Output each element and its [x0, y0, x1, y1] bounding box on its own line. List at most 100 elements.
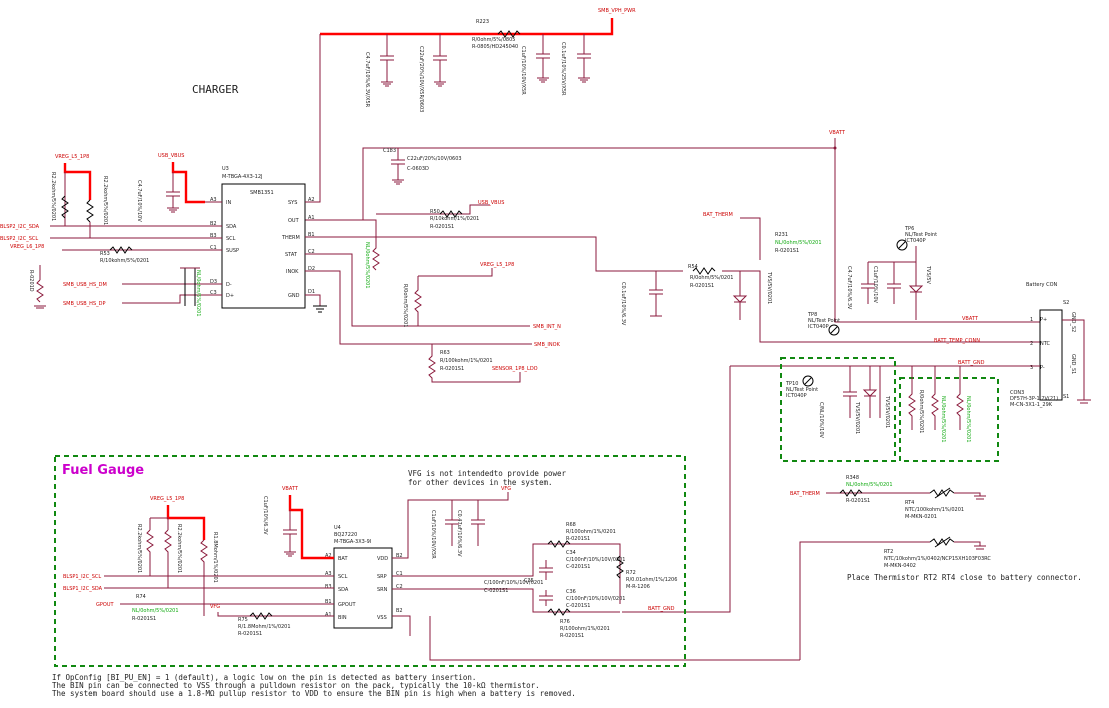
u3-pin-a3: A3 [210, 197, 217, 203]
connector-ref: CON3 [1010, 390, 1024, 396]
r64-value: R/0ohm/5%/0201 [918, 390, 924, 433]
bottom-note-1: If OpConfig [BI_PU_EN] = 1 (default), a … [52, 673, 476, 682]
u3-pin-stat: STAT [285, 252, 298, 258]
batt-gnd-green-box-2 [899, 377, 999, 462]
d6-value: TVS/5V/0201 [884, 395, 890, 428]
u3-pin-a1: A1 [308, 215, 315, 221]
u3-pin-dp: D+ [226, 293, 234, 299]
u3-charger-ic: U3 M-TBGA-4X3-12J SMB1351 IN A3 SDA B2 S… [205, 166, 340, 313]
tp6-ref: TP6 [904, 226, 914, 232]
rt2-value: NTC/10kohm/1%/0402/NCP15XH103F03RC [884, 556, 991, 562]
r348-ref: R348 [846, 475, 859, 481]
d5-value: TVS/5V/0201 [854, 401, 860, 434]
net-bat-therm-2: BAT_THERM [790, 491, 820, 497]
net-sensor-ldo: SENSOR_1P8_LDO [492, 366, 538, 372]
net-vfg: VFG [210, 604, 220, 610]
connector-pin-p-plus: P+ [1040, 317, 1047, 323]
u4-pin-a3: A3 [325, 571, 332, 577]
net-blsp2-sda: BLSP2_I2C_SDA [0, 224, 40, 230]
r72-package: M-R-1206 [626, 584, 650, 590]
net-vreg-l5-fg: VREG_L5_1P8 [150, 496, 184, 502]
r70-value: R2.2kohm/5%/0201 [136, 524, 142, 573]
u3-pin-b3: B3 [210, 233, 217, 239]
c51-value: C0.1uF/10%/6.3V [620, 282, 626, 326]
net-smb-dm: SMB_USB_HS_DM [63, 282, 107, 288]
tp10-value: NL/Test Point [786, 387, 818, 393]
r68-package: R-0201S1 [566, 536, 590, 542]
c32-value: C1uF/10%/6.3V [262, 496, 268, 535]
r50-package: R-0201S1 [430, 224, 454, 230]
r71-value: R2.2kohm/5%/0201 [176, 524, 182, 573]
u4-package: M-TBGA-3X3-9I [334, 539, 371, 545]
connector-gnd-s2: GND_S2 [1070, 312, 1076, 332]
c33-value: C1uF/10%/10V/X5R [430, 510, 436, 559]
connector-part: DF57H-3P-1.2V(21) [1010, 396, 1058, 402]
r53-ref: R53 [100, 251, 110, 257]
u3-pin-a2: A2 [308, 197, 315, 203]
c36-ref: C36 [566, 589, 576, 595]
c36-package: C-0201S1 [566, 603, 590, 609]
net-vreg-l5: VREG_L5_1P8 [55, 154, 89, 160]
u4-pin-vdd: VDD [377, 556, 388, 562]
u4-pin-b1: B1 [325, 599, 332, 605]
r54-package: R-0201S1 [690, 283, 714, 289]
c30-value: C/NL/10%/10V [818, 402, 824, 439]
net-smb-vph-pwr: SMB_VPH_PWR [598, 8, 636, 14]
c34-ref: C34 [566, 550, 576, 556]
bottom-note-3: The system board should use a 1.8-MΩ pul… [52, 689, 576, 698]
r72-ref: R72 [626, 570, 636, 576]
u3-pin-d1: D1 [308, 289, 315, 295]
connector-s2: S2 [1063, 300, 1069, 306]
r50-ref: R50 [430, 209, 440, 215]
net-blsp1-sda: BLSP1_I2C_SDA [63, 586, 103, 592]
net-vfg-2: VFG [501, 486, 511, 492]
charger-title: CHARGER [192, 83, 239, 96]
c26-value: C1uF/10%/10V/X5R [520, 46, 526, 95]
u3-pin-dm: D- [226, 282, 232, 288]
r68-ref: R68 [566, 522, 576, 528]
net-usb-vbus: USB_VBUS [158, 153, 184, 159]
c34-package: C-0201S1 [566, 564, 590, 570]
c28-value: C4.7uF/10%/6.3V [846, 266, 852, 310]
u4-pin-bat: BAT [338, 556, 348, 562]
u3-pin-in: IN [226, 200, 231, 206]
connector-pin-p-minus: P- [1040, 365, 1045, 371]
r63-value: R/100kohm/1%/0201 [440, 358, 493, 364]
rt4-ref: RT4 [905, 500, 914, 506]
net-batt-gnd-2: BATT_GND [648, 606, 675, 612]
connector-pin-3: 3 [1030, 365, 1033, 371]
u3-pin-d3: D3 [210, 279, 217, 285]
tp6-package: ICT040P [905, 238, 926, 244]
r74-package: R-0201S1 [132, 616, 156, 622]
u3-ref: U3 [222, 166, 229, 172]
net-bat-therm: BAT_THERM [703, 212, 733, 218]
batt-gnd-green-box-1 [780, 357, 896, 462]
u3-pin-b2: B2 [210, 221, 217, 227]
r223-package: R-0805/HD245040 [472, 44, 518, 50]
r6-value: R2.2kohm/5%/0201 [102, 176, 108, 225]
net-batt-temp: BATT_TEMP_CONN [934, 338, 980, 344]
u4-pin-srp: SRP [377, 574, 387, 580]
u3-pin-out: OUT [288, 218, 300, 224]
u3-pin-d2: D2 [308, 266, 315, 272]
u4-pin-bin: BIN [338, 615, 347, 621]
u4-pin-srn: SRN [377, 587, 388, 593]
r223-ref: R223 [476, 19, 489, 25]
r63-ref: R63 [440, 350, 450, 356]
u4-pin-gpout: GPOUT [338, 602, 356, 608]
rt4-package: M-MKN-0201 [905, 514, 937, 520]
fuel-gauge-box [54, 455, 686, 667]
u3-pin-sys: SYS [288, 200, 297, 206]
u4-pin-b2-vss: B2 [396, 608, 403, 614]
net-usb-vbus-2: USB_VBUS [478, 200, 504, 206]
vfg-note-2: for other devices in the system. [408, 478, 553, 487]
u3-pin-c2: C2 [308, 249, 315, 255]
u4-pin-c1: C1 [396, 571, 403, 577]
r50-value: R/10kohm/1%/0201 [430, 216, 479, 222]
fuel-gauge-label: Fuel Gauge [62, 463, 144, 478]
r54-value: R/0ohm/5%/0201 [690, 275, 733, 281]
r75-value: R/1.8Mohm/1%/0201 [238, 624, 291, 630]
r348-package: R-0201S1 [846, 498, 870, 504]
connector-title: Battery CON [1026, 282, 1058, 288]
r-ref-label: R-0201D [28, 270, 34, 292]
